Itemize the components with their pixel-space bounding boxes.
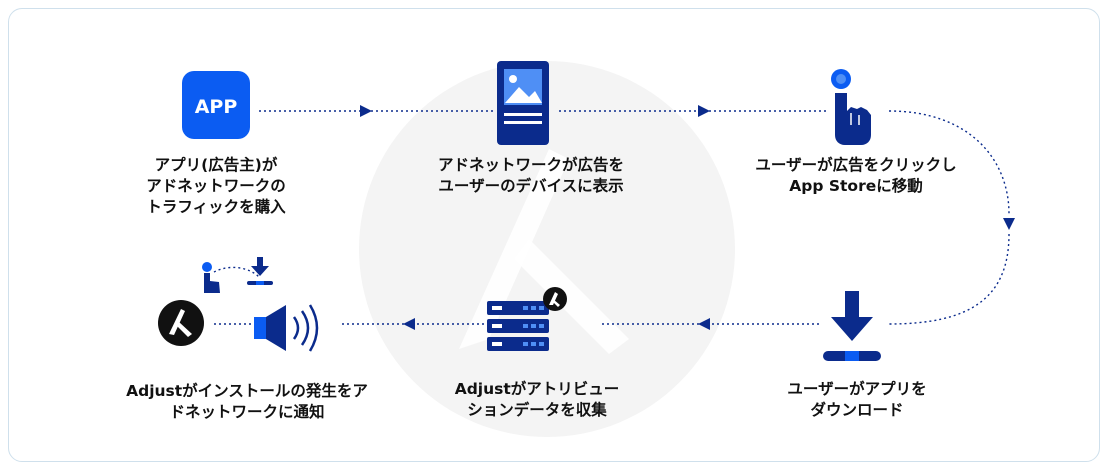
step-1-line-3: トラフィックを購入 xyxy=(146,198,286,216)
step-2-line-2: ユーザーのデバイスに表示 xyxy=(438,177,624,195)
step-2-label: アドネットワークが広告を ユーザーのデバイスに表示 xyxy=(416,155,646,197)
svg-text:APP: APP xyxy=(195,96,238,118)
diagram-card: APP xyxy=(8,8,1100,462)
step-6-line-2: ドネットワークに通知 xyxy=(169,403,325,421)
step-6-line-1: Adjustがインストールの発生をア xyxy=(126,382,368,400)
step-3-label: ユーザーが広告をクリックし App Storeに移動 xyxy=(731,155,981,197)
step-1-line-1: アプリ(広告主)が xyxy=(154,156,278,174)
step-3-line-1: ユーザーが広告をクリックし xyxy=(755,156,957,174)
step-5-line-1: Adjustがアトリビュー xyxy=(454,380,620,398)
tap-hand-icon xyxy=(831,69,871,145)
adjust-logo-icon xyxy=(158,300,204,346)
diagram-graphics xyxy=(213,61,1015,437)
step-4-line-2: ダウンロード xyxy=(810,401,904,419)
download-icon xyxy=(823,291,881,361)
small-download-icon xyxy=(247,257,273,285)
small-tap-icon xyxy=(202,262,220,293)
step-5-label: Adjustがアトリビュー ションデータを収集 xyxy=(437,379,637,421)
step-4-line-1: ユーザーがアプリを xyxy=(787,380,927,398)
step-1-label: アプリ(広告主)が アドネットワークの トラフィックを購入 xyxy=(121,155,311,218)
arrowheads xyxy=(360,105,1015,330)
step-1-line-2: アドネットワークの xyxy=(146,177,286,195)
app-icon: APP xyxy=(182,71,250,139)
ad-screen-icon xyxy=(497,61,549,145)
adjust-watermark xyxy=(359,61,735,437)
step-4-label: ユーザーがアプリを ダウンロード xyxy=(757,379,957,421)
server-icon xyxy=(487,287,567,351)
step-3-line-2: App Storeに移動 xyxy=(789,177,923,195)
step-2-line-1: アドネットワークが広告を xyxy=(437,156,624,174)
step-5-line-2: ションデータを収集 xyxy=(467,401,607,419)
step-6-label: Adjustがインストールの発生をア ドネットワークに通知 xyxy=(97,381,397,423)
speaker-icon xyxy=(254,304,319,352)
flow-connectors xyxy=(213,110,1010,325)
